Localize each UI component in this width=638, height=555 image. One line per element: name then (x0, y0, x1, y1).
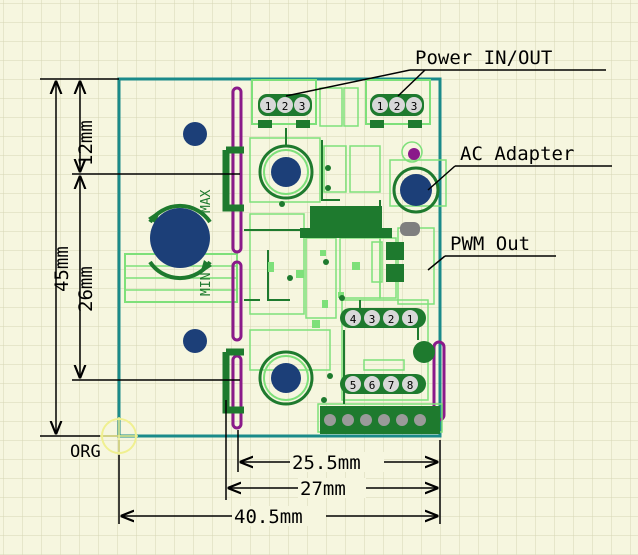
svg-text:3: 3 (299, 100, 306, 113)
min-label: MIN (199, 273, 214, 296)
ac-adapter-jack (392, 148, 440, 214)
svg-text:2: 2 (394, 100, 401, 113)
mounting-hole-bottom (183, 329, 207, 353)
dim-width-27: 27mm (300, 478, 346, 500)
bottom-terminal-row (320, 406, 440, 434)
dimension-lines-vertical (40, 78, 240, 437)
svg-text:3: 3 (369, 313, 376, 326)
led-pad (413, 341, 435, 363)
power-leader-left (285, 69, 411, 97)
dim-width-25: 25.5mm (292, 452, 361, 474)
ac-adapter-label: AC Adapter (460, 143, 574, 165)
svg-text:6: 6 (369, 379, 376, 392)
svg-text:4: 4 (350, 313, 357, 326)
dim-40-bg (232, 506, 326, 526)
potentiometer (124, 203, 238, 303)
svg-text:3: 3 (411, 100, 418, 113)
pwm-out-label: PWM Out (450, 233, 530, 255)
ac-adapter-leader (427, 165, 456, 191)
svg-text:2: 2 (282, 100, 289, 113)
regulator-tab (300, 228, 392, 238)
dim-height-mid: 26mm (75, 266, 97, 312)
svg-text:2: 2 (388, 313, 395, 326)
vias (279, 165, 345, 403)
dim-height-total: 45mm (51, 246, 73, 292)
power-leader-right (397, 69, 426, 97)
dim-27-bg (298, 478, 366, 498)
small-pads-row (258, 120, 422, 128)
smd-pads (268, 250, 360, 328)
pwm-out-leader (427, 255, 446, 271)
power-connector-right: 1 2 3 (365, 79, 431, 125)
keepout-strip-left-top (231, 86, 243, 254)
svg-text:1: 1 (377, 100, 384, 113)
svg-text:7: 7 (388, 379, 395, 392)
dim-25-bg (290, 452, 384, 472)
dim-width-total: 40.5mm (234, 506, 303, 528)
keepout-strip-left-mid (231, 260, 243, 342)
power-in-out-label: Power IN/OUT (415, 47, 552, 69)
mounting-hole-top (183, 122, 207, 146)
power-connector-left: 1 2 3 (251, 79, 317, 125)
svg-text:8: 8 (407, 379, 414, 392)
dim-height-top: 12mm (75, 120, 97, 166)
svg-text:1: 1 (265, 100, 272, 113)
capacitor-bottom (258, 350, 314, 406)
svg-text:5: 5 (350, 379, 357, 392)
origin-label: ORG (70, 442, 101, 462)
pwm-out-connector (371, 222, 420, 283)
ic-footprint: 4 3 2 1 5 6 7 8 (340, 308, 426, 394)
svg-text:1: 1 (407, 313, 414, 326)
max-label: MAX (199, 189, 214, 213)
keepout-strip-left-bottom (231, 354, 243, 430)
capacitor-top (258, 144, 314, 200)
copper-clip-top (222, 150, 244, 212)
